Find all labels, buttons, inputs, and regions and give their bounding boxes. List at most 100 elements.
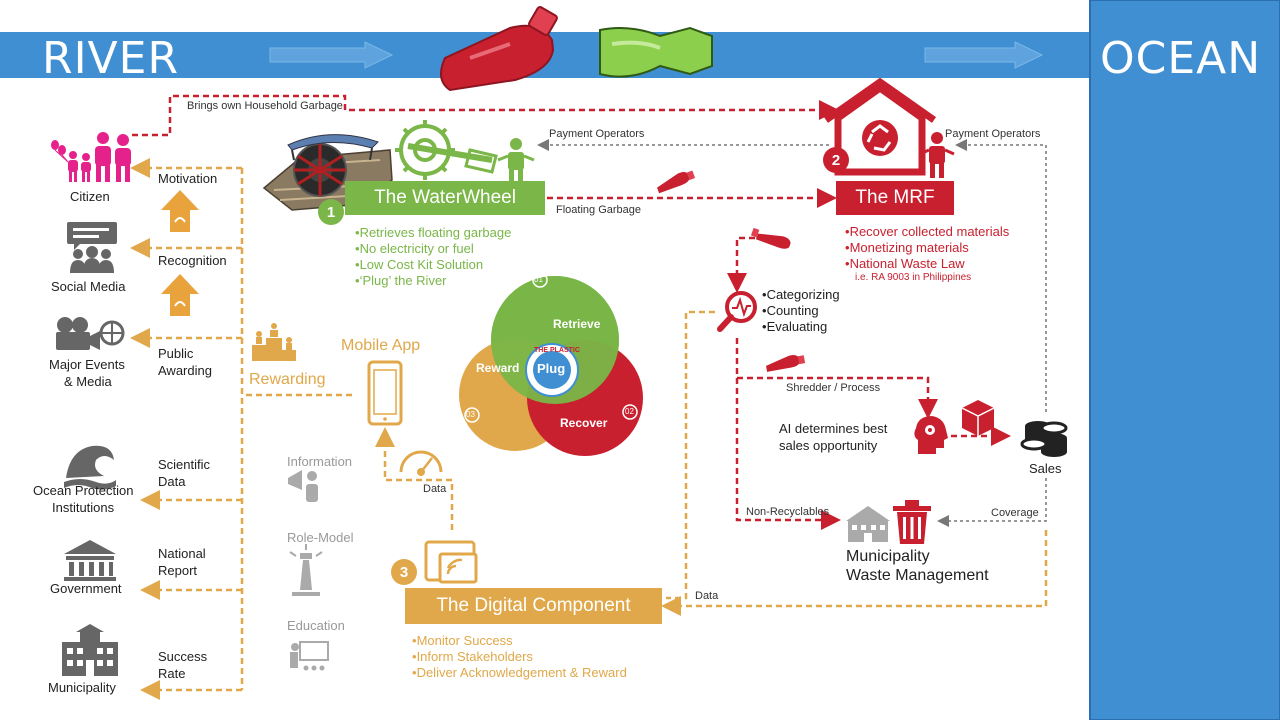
banner-arrow-right <box>924 41 1044 69</box>
waterwheel-bullet: Low Cost Kit Solution <box>355 257 511 273</box>
government-building-icon <box>64 540 116 581</box>
cycle-logo-text-1: THE PLASTIC <box>534 347 580 354</box>
data-flows <box>661 310 1048 616</box>
ocean-column <box>1089 0 1280 720</box>
ai-label-2: sales opportunity <box>779 438 878 453</box>
magnifier-analysis-icon <box>717 291 757 332</box>
cycle-retrieve-label: Retrieve <box>553 317 601 331</box>
digital-bullet: Deliver Acknowledgement & Reward <box>412 665 627 681</box>
digital-tablet-icon <box>424 540 478 584</box>
success-rate-label-1: Success <box>158 649 208 664</box>
information-megaphone-icon <box>288 470 318 502</box>
mrf-bullet: National Waste Law <box>845 256 1009 272</box>
river-label: RIVER <box>42 33 180 84</box>
red-flows <box>132 94 1011 530</box>
role-model-lighthouse-icon <box>289 544 323 596</box>
cycle-number-2: 02 <box>625 407 634 416</box>
municipality-waste-label-2: Waste Management <box>846 567 989 584</box>
cycle-reward-label: Reward <box>476 361 520 375</box>
ocean-wave-icon <box>64 445 116 490</box>
waterwheel-bullet: No electricity or fuel <box>355 241 511 257</box>
national-report-label-1: National <box>158 546 206 561</box>
waterwheel-title: The WaterWheel <box>374 187 516 208</box>
flow-bottle-1 <box>657 170 696 194</box>
analysis-item: Counting <box>762 303 840 319</box>
municipality-building-icon <box>62 624 118 676</box>
product-box-icon <box>961 400 995 436</box>
major-events-camera-icon <box>56 317 125 350</box>
operator-green-icon <box>497 138 535 184</box>
cycle-number-3: 03 <box>466 410 475 419</box>
trash-bin-icon <box>893 500 931 544</box>
education-label: Education <box>287 618 345 633</box>
ai-head-icon <box>914 416 948 454</box>
waterwheel-title-box <box>345 181 545 215</box>
citizen-family-icon <box>51 132 131 182</box>
mrf-law-note: i.e. RA 9003 in Philippines <box>855 272 972 283</box>
shredder-label: Shredder / Process <box>786 382 881 394</box>
ocean-label: OCEAN <box>1100 33 1262 84</box>
payment-operators-label-2: Payment Operators <box>945 128 1041 140</box>
digital-title-box <box>405 588 662 624</box>
waterwheel-bullet: Retrieves floating garbage <box>355 225 512 241</box>
municipality-waste-label-1: Municipality <box>846 548 930 565</box>
sales-coins-icon <box>1020 421 1068 457</box>
major-events-label-1: Major Events <box>49 357 125 372</box>
digital-bullet: Monitor Success <box>412 633 627 649</box>
public-awarding-label-1: Public <box>158 346 194 361</box>
up-arrow-recognition <box>161 274 199 316</box>
digital-bullet: Inform Stakeholders <box>412 649 627 665</box>
non-recyclables-label: Non-Recyclables <box>746 506 830 518</box>
analysis-item: Evaluating <box>762 319 840 335</box>
analysis-list: Categorizing Counting Evaluating <box>762 287 840 335</box>
operator-red-icon <box>919 132 955 178</box>
waterwheel-bullets: Retrieves floating garbage No electricit… <box>355 225 512 289</box>
sales-label: Sales <box>1029 461 1062 476</box>
rewarding-podium-icon <box>252 323 296 361</box>
mrf-title: The MRF <box>855 187 935 208</box>
data-to-app-flow <box>375 427 454 530</box>
mobile-app-label: Mobile App <box>341 337 421 354</box>
banner-arrow-left <box>269 41 394 69</box>
grey-flows <box>537 139 1047 527</box>
digital-title: The Digital Component <box>436 595 631 616</box>
floating-garbage-label: Floating Garbage <box>556 204 641 216</box>
gauge-icon <box>399 450 443 476</box>
ocean-protection-label-2: Institutions <box>52 500 115 515</box>
household-garbage-label: Brings own Household Garbage <box>187 100 343 112</box>
cycle-diagram <box>459 272 643 456</box>
waterwheel-gear-icon <box>395 120 498 180</box>
red-bottle-icon <box>440 6 558 92</box>
recognition-label: Recognition <box>158 253 227 268</box>
rewarding-label: Rewarding <box>249 371 326 388</box>
up-arrow-motivation <box>161 190 199 232</box>
role-model-label: Role-Model <box>287 530 354 545</box>
digital-number: 3 <box>392 560 416 584</box>
flow-bottle-2 <box>750 227 791 249</box>
information-label: Information <box>287 454 353 469</box>
public-awarding-label-2: Awarding <box>158 363 212 378</box>
government-label: Government <box>50 581 122 596</box>
municipality-waste-building-icon <box>846 506 890 542</box>
mrf-bullets: Recover collected materials Monetizing m… <box>845 224 1010 272</box>
success-rate-label-2: Rate <box>158 666 186 681</box>
digital-bullets: Monitor Success Inform Stakeholders Deli… <box>412 633 627 681</box>
cycle-recover-label: Recover <box>560 416 608 430</box>
data-label-app: Data <box>423 483 447 495</box>
social-media-icon <box>67 222 117 273</box>
ai-label-1: AI determines best <box>779 421 888 436</box>
cycle-logo-text-2: Plug <box>537 361 566 376</box>
coverage-label: Coverage <box>991 507 1039 519</box>
scientific-data-label-1: Scientific <box>158 457 211 472</box>
analysis-item: Categorizing <box>762 287 840 303</box>
municipality-label: Municipality <box>48 680 116 695</box>
major-events-label-2: & Media <box>64 374 112 389</box>
rewarding-branches <box>130 158 352 700</box>
mrf-title-box <box>836 181 954 215</box>
payment-operators-label-1: Payment Operators <box>549 128 645 140</box>
national-report-label-2: Report <box>158 563 198 578</box>
green-bottle-icon <box>599 26 713 78</box>
mrf-bullet: Monetizing materials <box>845 240 1009 256</box>
ocean-protection-label-1: Ocean Protection <box>33 483 134 498</box>
